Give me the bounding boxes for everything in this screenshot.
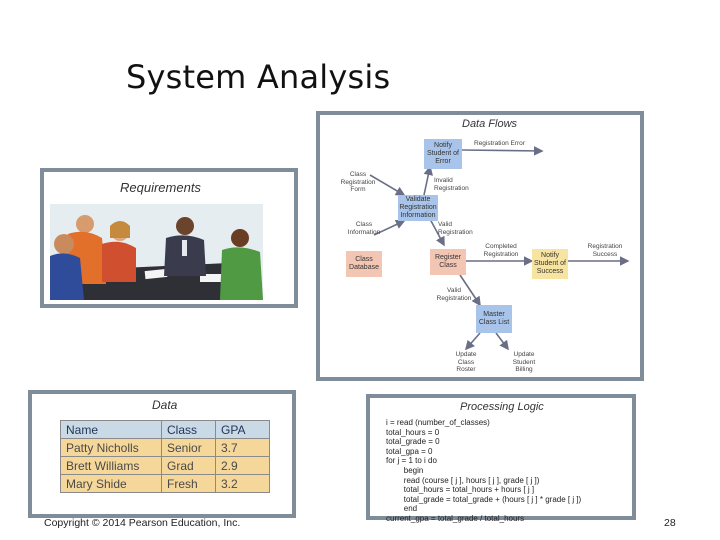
student-table: Name Class GPA Patty Nicholls Senior 3.7… bbox=[60, 420, 270, 493]
data-title: Data bbox=[152, 398, 178, 412]
data-flow-arrows bbox=[369, 146, 630, 351]
label-class-registration-form: Class Registration Form bbox=[340, 171, 376, 193]
code-line: i = read (number_of_classes) bbox=[386, 418, 490, 427]
copyright-text: Copyright © 2014 Pearson Education, Inc. bbox=[44, 517, 241, 529]
cell-name: Patty Nicholls bbox=[60, 438, 162, 457]
header-name: Name bbox=[60, 420, 162, 439]
header-gpa: GPA bbox=[215, 420, 270, 439]
data-flows-title: Data Flows bbox=[462, 118, 518, 130]
code-line: current_gpa = total_grade / total_hours bbox=[386, 513, 525, 523]
node-register-class: Register Class bbox=[430, 249, 466, 275]
code-line: total_hours = total_hours + hours [ j ] bbox=[386, 485, 535, 495]
table-row: Brett Williams Grad 2.9 bbox=[60, 456, 270, 475]
code-line: total_gpa = 0 bbox=[386, 446, 433, 456]
label-class-information: Class Information bbox=[347, 221, 381, 236]
code-line: for j = 1 to i do bbox=[386, 456, 437, 466]
cell-name: Mary Shide bbox=[60, 474, 162, 493]
label-registration-error: Registration Error bbox=[474, 140, 525, 147]
requirements-panel: Requirements bbox=[40, 168, 298, 308]
cell-class: Fresh bbox=[161, 474, 216, 493]
label-valid-registration-2: Valid Registration bbox=[436, 287, 472, 302]
label-update-student-billing: Update Student Billing bbox=[512, 351, 536, 373]
processing-logic-panel: Processing Logic i = read (number_of_cla… bbox=[366, 394, 636, 523]
meeting-people-icon bbox=[50, 204, 263, 300]
node-notify-error: Notify Student of Error bbox=[424, 139, 462, 169]
node-class-database: Class Database bbox=[346, 251, 382, 277]
node-notify-success: Notify Student of Success bbox=[532, 249, 568, 279]
cell-class: Grad bbox=[161, 456, 216, 475]
code-line: end bbox=[386, 504, 418, 514]
label-registration-success: Registration Success bbox=[587, 243, 623, 258]
label-invalid-registration: Invalid Registration bbox=[434, 177, 469, 192]
data-flows-panel: Data Flows Notify Student of Error Valid… bbox=[316, 111, 644, 381]
meeting-illustration bbox=[50, 204, 263, 300]
code-line: read (course [ j ], hours [ j ], grade [… bbox=[386, 475, 540, 485]
table-header-row: Name Class GPA bbox=[60, 420, 270, 439]
cell-class: Senior bbox=[161, 438, 216, 457]
code-line: begin bbox=[386, 465, 424, 475]
node-validate: Validate Registration Information bbox=[398, 195, 438, 221]
code-line: total_hours = 0 bbox=[386, 427, 440, 437]
cell-name: Brett Williams bbox=[60, 456, 162, 475]
label-valid-registration-1: Valid Registration bbox=[438, 221, 473, 236]
pseudocode-block: i = read (number_of_classes) total_hours… bbox=[386, 418, 581, 524]
code-line: total_grade = 0 bbox=[386, 437, 440, 447]
slide-title: System Analysis bbox=[126, 58, 391, 96]
data-panel: Data Name Class GPA Patty Nicholls Senio… bbox=[28, 390, 296, 518]
table-row: Mary Shide Fresh 3.2 bbox=[60, 474, 270, 493]
cell-gpa: 3.7 bbox=[215, 438, 270, 457]
label-completed-registration: Completed Registration bbox=[483, 243, 519, 258]
label-update-class-roster: Update Class Roster bbox=[455, 351, 477, 373]
code-line: total_grade = total_grade + (hours [ j ]… bbox=[386, 494, 582, 504]
header-class: Class bbox=[161, 420, 216, 439]
cell-gpa: 2.9 bbox=[215, 456, 270, 475]
processing-logic-title: Processing Logic bbox=[460, 401, 544, 413]
page-number: 28 bbox=[664, 517, 676, 529]
table-row: Patty Nicholls Senior 3.7 bbox=[60, 438, 270, 457]
cell-gpa: 3.2 bbox=[215, 474, 270, 493]
node-master-class-list: Master Class List bbox=[476, 305, 512, 333]
requirements-title: Requirements bbox=[120, 180, 201, 195]
